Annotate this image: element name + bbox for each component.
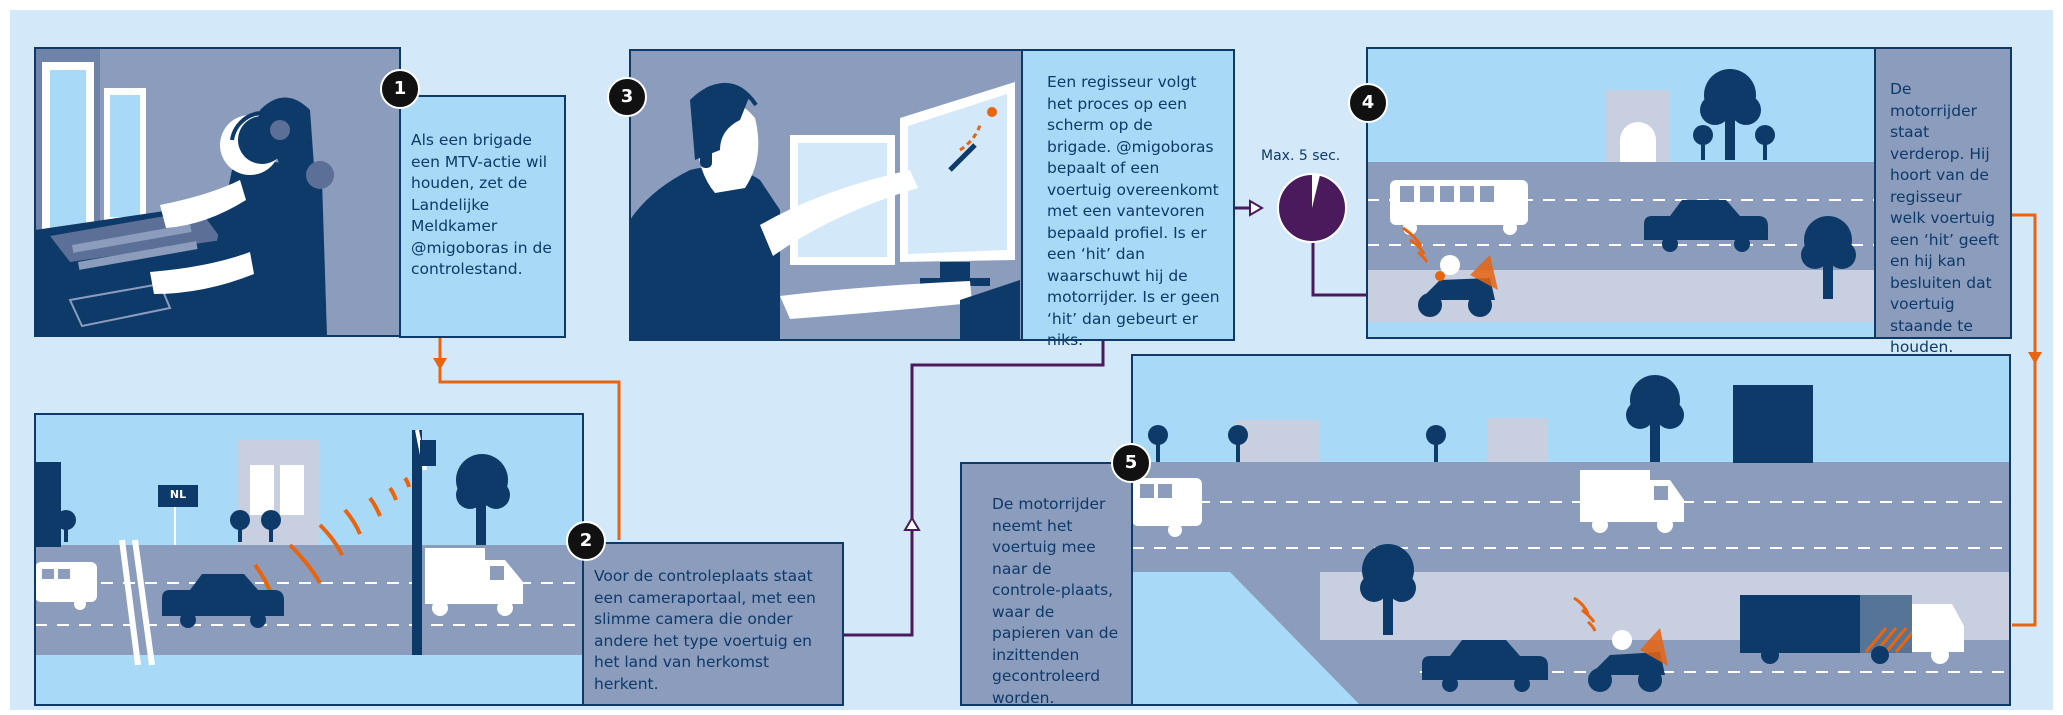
- panel-2-illustration: [35, 415, 583, 705]
- step-1-text: Als een brigade een MTV-actie wil houden…: [399, 95, 566, 338]
- step-4-badge: 4: [1348, 83, 1388, 123]
- panel-3-frame: [629, 49, 1023, 341]
- panel-3-illustration: [630, 50, 1022, 340]
- panel-1-frame: [34, 47, 401, 337]
- step-2-badge: 2: [566, 521, 606, 561]
- panel-5-frame: [1131, 354, 2011, 706]
- timer-label: Max. 5 sec.: [1261, 148, 1341, 164]
- step-3-badge: 3: [607, 77, 647, 117]
- country-sign-label: NL: [169, 488, 187, 501]
- step-4-text: De motorrijder staat verderop. Hij hoort…: [1874, 47, 2012, 356]
- panel-2-frame: [34, 413, 584, 706]
- panel-4-frame: [1366, 47, 1876, 339]
- step-2-text: Voor de controleplaats staat een camerap…: [582, 542, 844, 706]
- step-1-badge: 1: [380, 69, 420, 109]
- connector-lines: [433, 199, 2042, 637]
- step-5-text: De motorrijder neemt het voertuig mee na…: [960, 462, 1133, 707]
- panel-5-illustration: [1132, 355, 2010, 705]
- panel-1-illustration: [35, 48, 400, 336]
- step-3-text: Een regisseur volgt het proces op een sc…: [1021, 49, 1235, 349]
- timer-clock: [1277, 173, 1347, 243]
- step-5-badge: 5: [1111, 443, 1151, 483]
- panel-4-illustration: [1367, 48, 1875, 338]
